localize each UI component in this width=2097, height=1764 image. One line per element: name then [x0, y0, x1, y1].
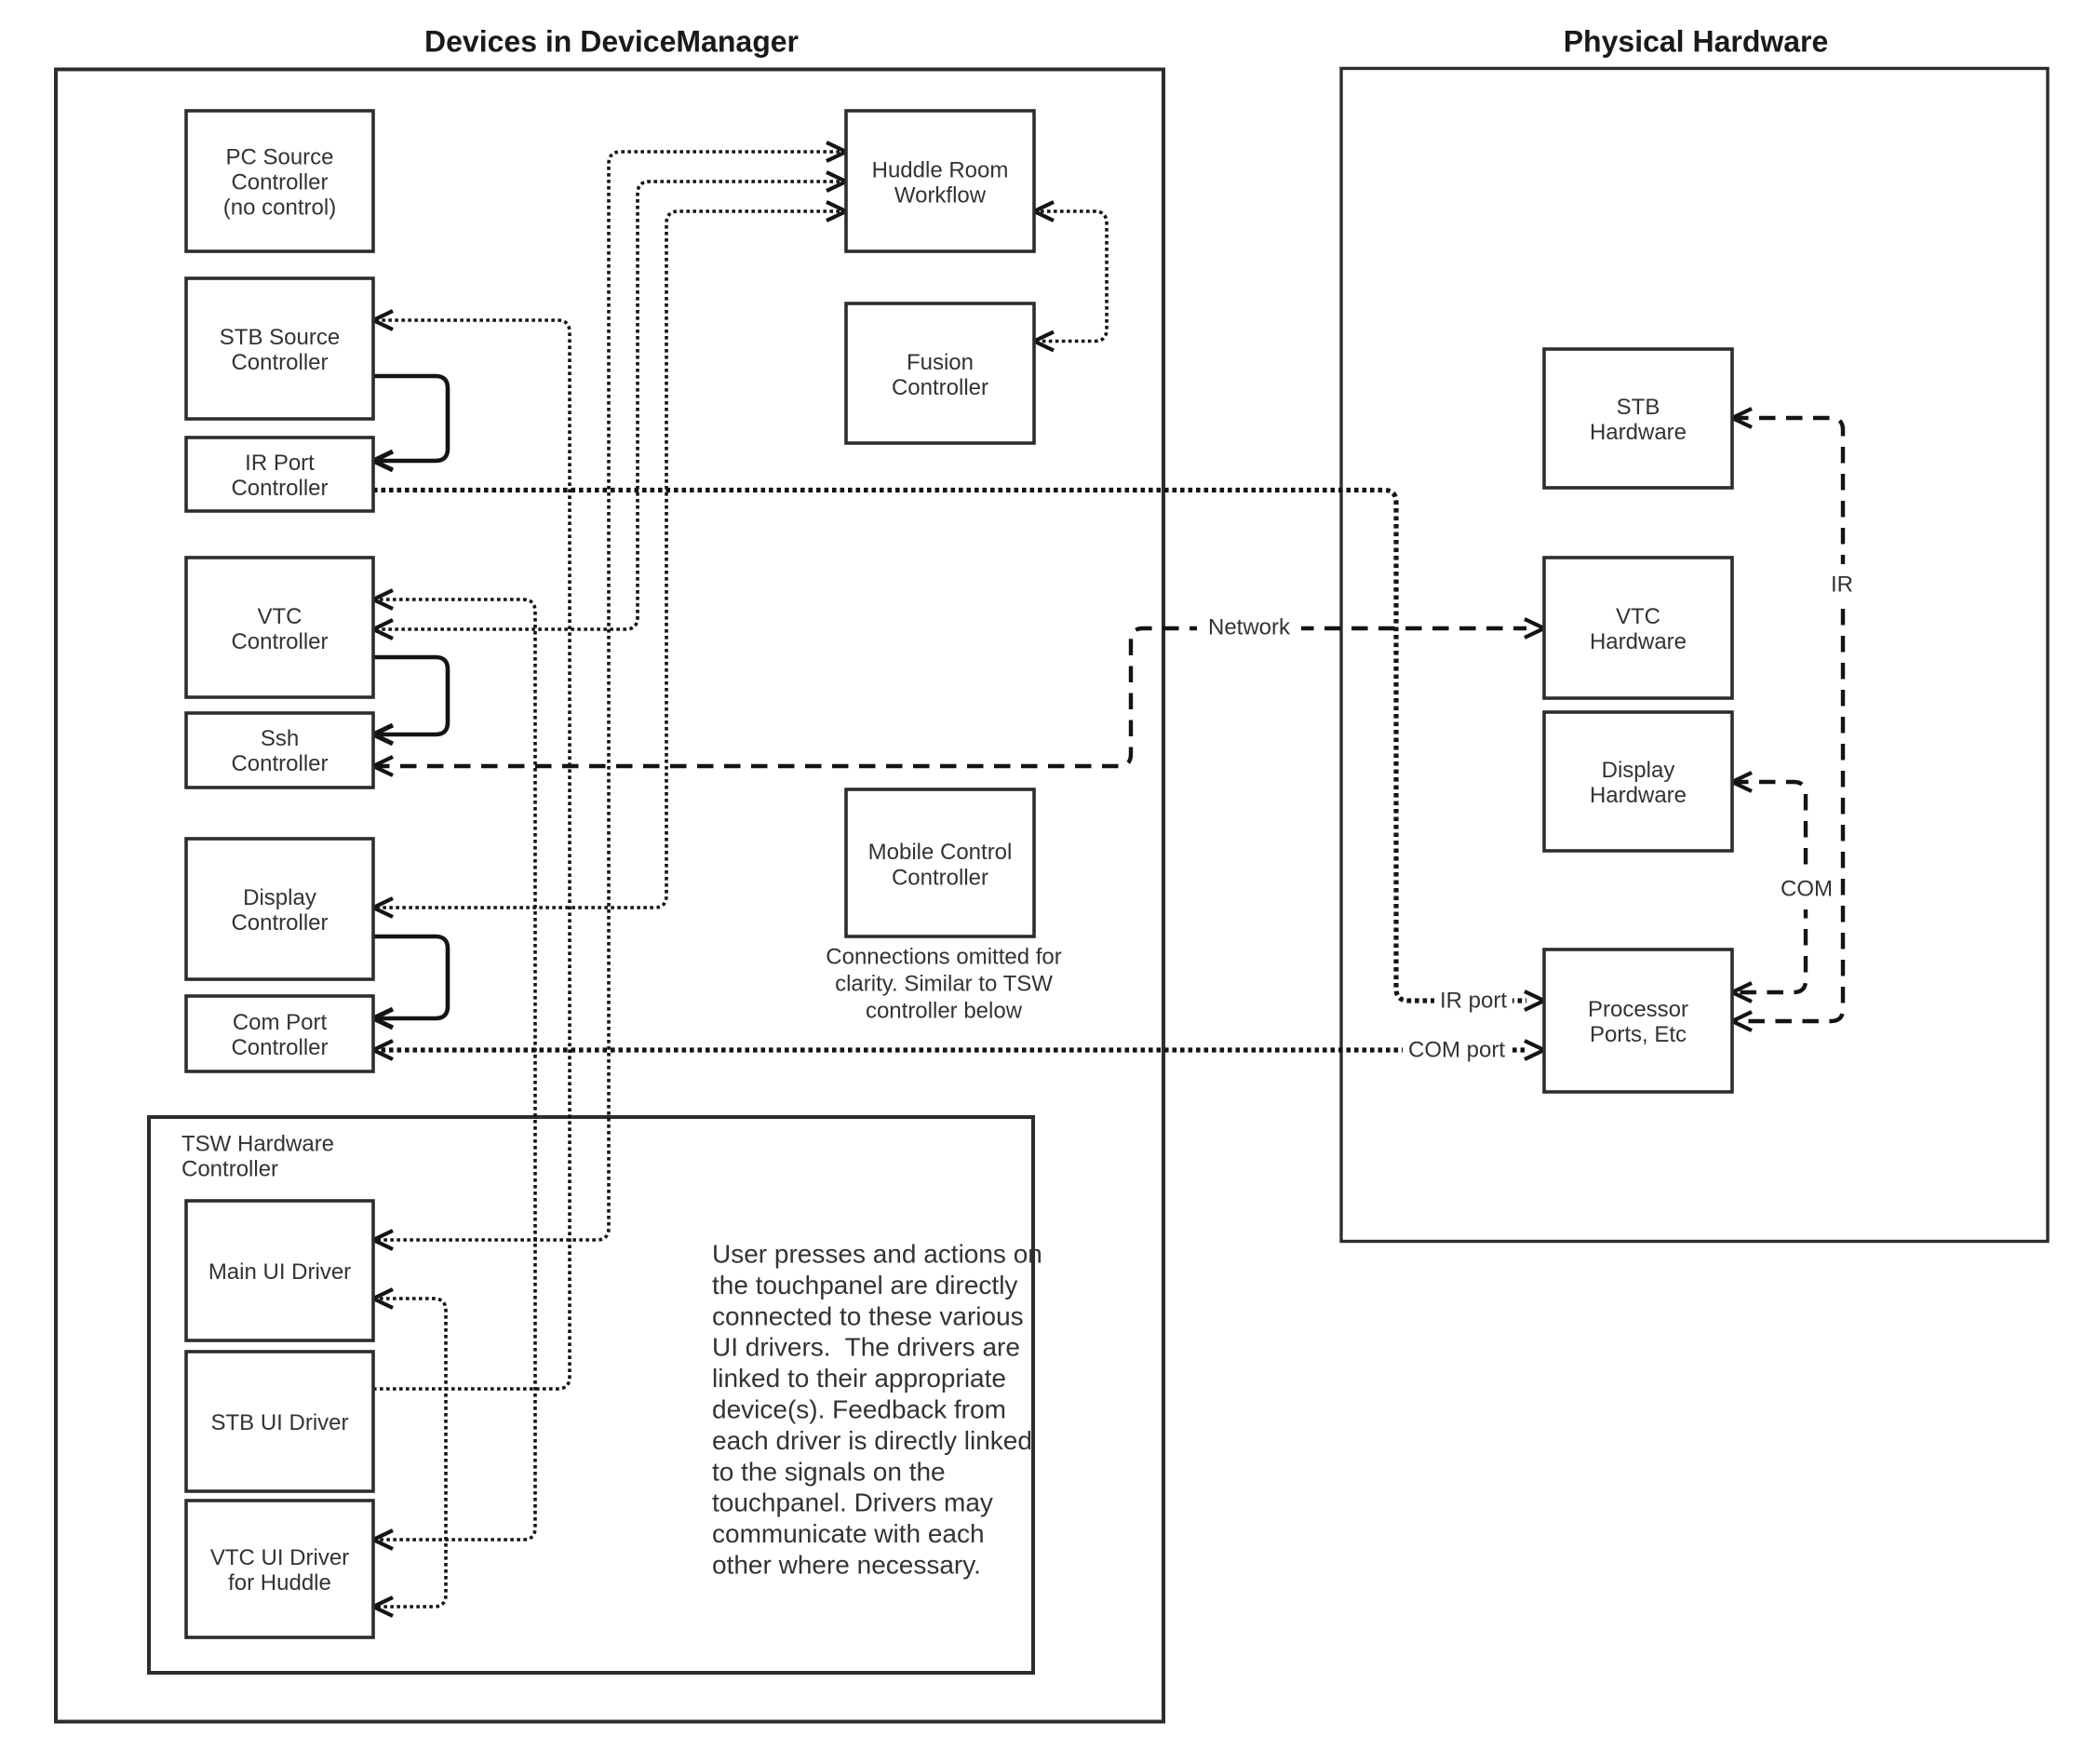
svg-text:STB Source: STB Source [220, 325, 340, 350]
svg-text:device(s). Feedback from: device(s). Feedback from [712, 1395, 1006, 1424]
svg-text:STB UI Driver: STB UI Driver [210, 1410, 348, 1435]
svg-text:Main UI Driver: Main UI Driver [208, 1259, 351, 1285]
svg-text:VTC: VTC [258, 604, 302, 629]
svg-text:Controller: Controller [231, 1035, 328, 1060]
svg-text:User presses and actions on: User presses and actions on [712, 1240, 1042, 1269]
svg-text:IR: IR [1831, 572, 1853, 598]
svg-text:Controller: Controller [892, 866, 988, 891]
svg-text:Ports, Etc: Ports, Etc [1590, 1022, 1687, 1047]
svg-text:Huddle Room: Huddle Room [872, 158, 1009, 183]
svg-text:Physical Hardware: Physical Hardware [1564, 25, 1829, 59]
svg-text:VTC UI Driver: VTC UI Driver [210, 1545, 349, 1570]
svg-text:Hardware: Hardware [1590, 629, 1687, 654]
svg-text:VTC: VTC [1616, 604, 1660, 629]
svg-text:Hardware: Hardware [1590, 783, 1687, 808]
svg-text:Controller: Controller [231, 629, 328, 654]
svg-text:Mobile Control: Mobile Control [868, 840, 1013, 865]
svg-text:for Huddle: for Huddle [228, 1570, 331, 1596]
svg-text:Controller: Controller [231, 170, 328, 195]
svg-text:Display: Display [1602, 758, 1675, 783]
svg-text:Controller: Controller [181, 1157, 278, 1182]
svg-text:touchpanel. Drivers may: touchpanel. Drivers may [712, 1488, 993, 1517]
svg-text:Fusion: Fusion [907, 350, 974, 375]
svg-text:IR Port: IR Port [245, 451, 315, 476]
svg-text:(no control): (no control) [223, 195, 336, 221]
svg-text:IR port: IR port [1440, 989, 1507, 1014]
svg-text:Controller: Controller [231, 751, 328, 776]
svg-text:linked to their appropriate: linked to their appropriate [712, 1364, 1006, 1393]
svg-text:Devices in DeviceManager: Devices in DeviceManager [424, 25, 799, 59]
svg-text:Controller: Controller [231, 910, 328, 936]
svg-text:PC Source: PC Source [225, 145, 333, 170]
svg-text:connected to these various: connected to these various [712, 1301, 1024, 1330]
svg-text:the touchpanel are directly: the touchpanel are directly [712, 1271, 1017, 1299]
svg-text:TSW Hardware: TSW Hardware [181, 1132, 334, 1157]
svg-text:Com Port: Com Port [233, 1010, 328, 1035]
svg-text:other where necessary.: other where necessary. [712, 1551, 981, 1580]
svg-text:Network: Network [1208, 615, 1291, 640]
svg-text:Controller: Controller [892, 375, 988, 400]
svg-text:Controller: Controller [231, 476, 328, 501]
svg-text:Connections omitted for: Connections omitted for [826, 945, 1061, 970]
svg-text:COM: COM [1781, 877, 1833, 902]
svg-text:Workflow: Workflow [894, 183, 987, 209]
svg-text:Hardware: Hardware [1590, 420, 1687, 445]
svg-text:Controller: Controller [231, 350, 328, 375]
svg-text:COM port: COM port [1408, 1038, 1505, 1063]
svg-text:STB: STB [1617, 395, 1660, 420]
svg-text:Ssh: Ssh [261, 726, 299, 751]
svg-text:Processor: Processor [1588, 997, 1688, 1022]
svg-text:communicate with each: communicate with each [712, 1519, 985, 1548]
svg-text:controller below: controller below [866, 999, 1023, 1024]
svg-text:UI drivers. The drivers are: UI drivers. The drivers are [712, 1333, 1020, 1362]
svg-text:clarity. Similar to TSW: clarity. Similar to TSW [835, 972, 1053, 997]
svg-text:to the signals on the: to the signals on the [712, 1457, 946, 1486]
svg-text:Display: Display [243, 885, 316, 910]
svg-text:each driver is directly linked: each driver is directly linked [712, 1426, 1032, 1455]
